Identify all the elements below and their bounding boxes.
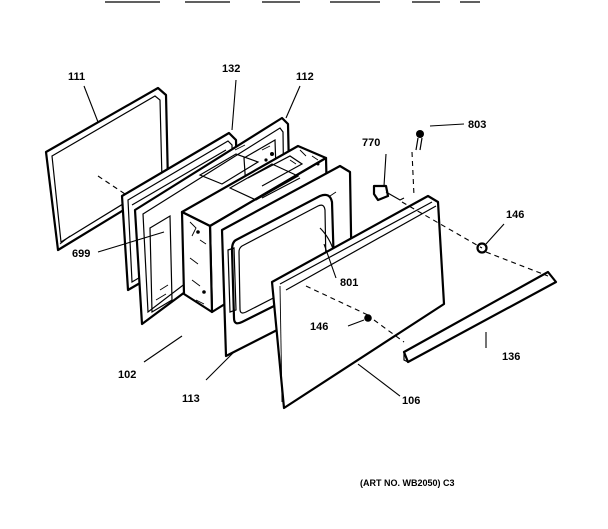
part-803-screw	[415, 130, 424, 151]
callout-111: 111	[68, 71, 85, 83]
callout-146-right: 146	[506, 209, 524, 221]
callout-106: 106	[402, 395, 420, 407]
callout-102: 102	[118, 369, 136, 381]
part-136-trim	[402, 270, 558, 364]
callout-132: 132	[222, 63, 240, 75]
part-770-bracket	[372, 184, 405, 202]
callout-699: 699	[72, 248, 90, 260]
callout-113: 113	[182, 393, 200, 405]
assembly-lines	[97, 151, 549, 343]
callout-770: 770	[362, 137, 380, 149]
part-106-outer-panel	[270, 194, 446, 410]
leader-lines	[83, 79, 505, 397]
part-111-gasket	[44, 86, 170, 252]
callout-136: 136	[502, 351, 520, 363]
callout-803: 803	[468, 119, 486, 131]
art-number: (ART NO. WB2050) C3	[360, 478, 455, 488]
callout-146-left: 146	[310, 321, 328, 333]
callout-801: 801	[340, 277, 358, 289]
callout-112: 112	[296, 71, 314, 83]
